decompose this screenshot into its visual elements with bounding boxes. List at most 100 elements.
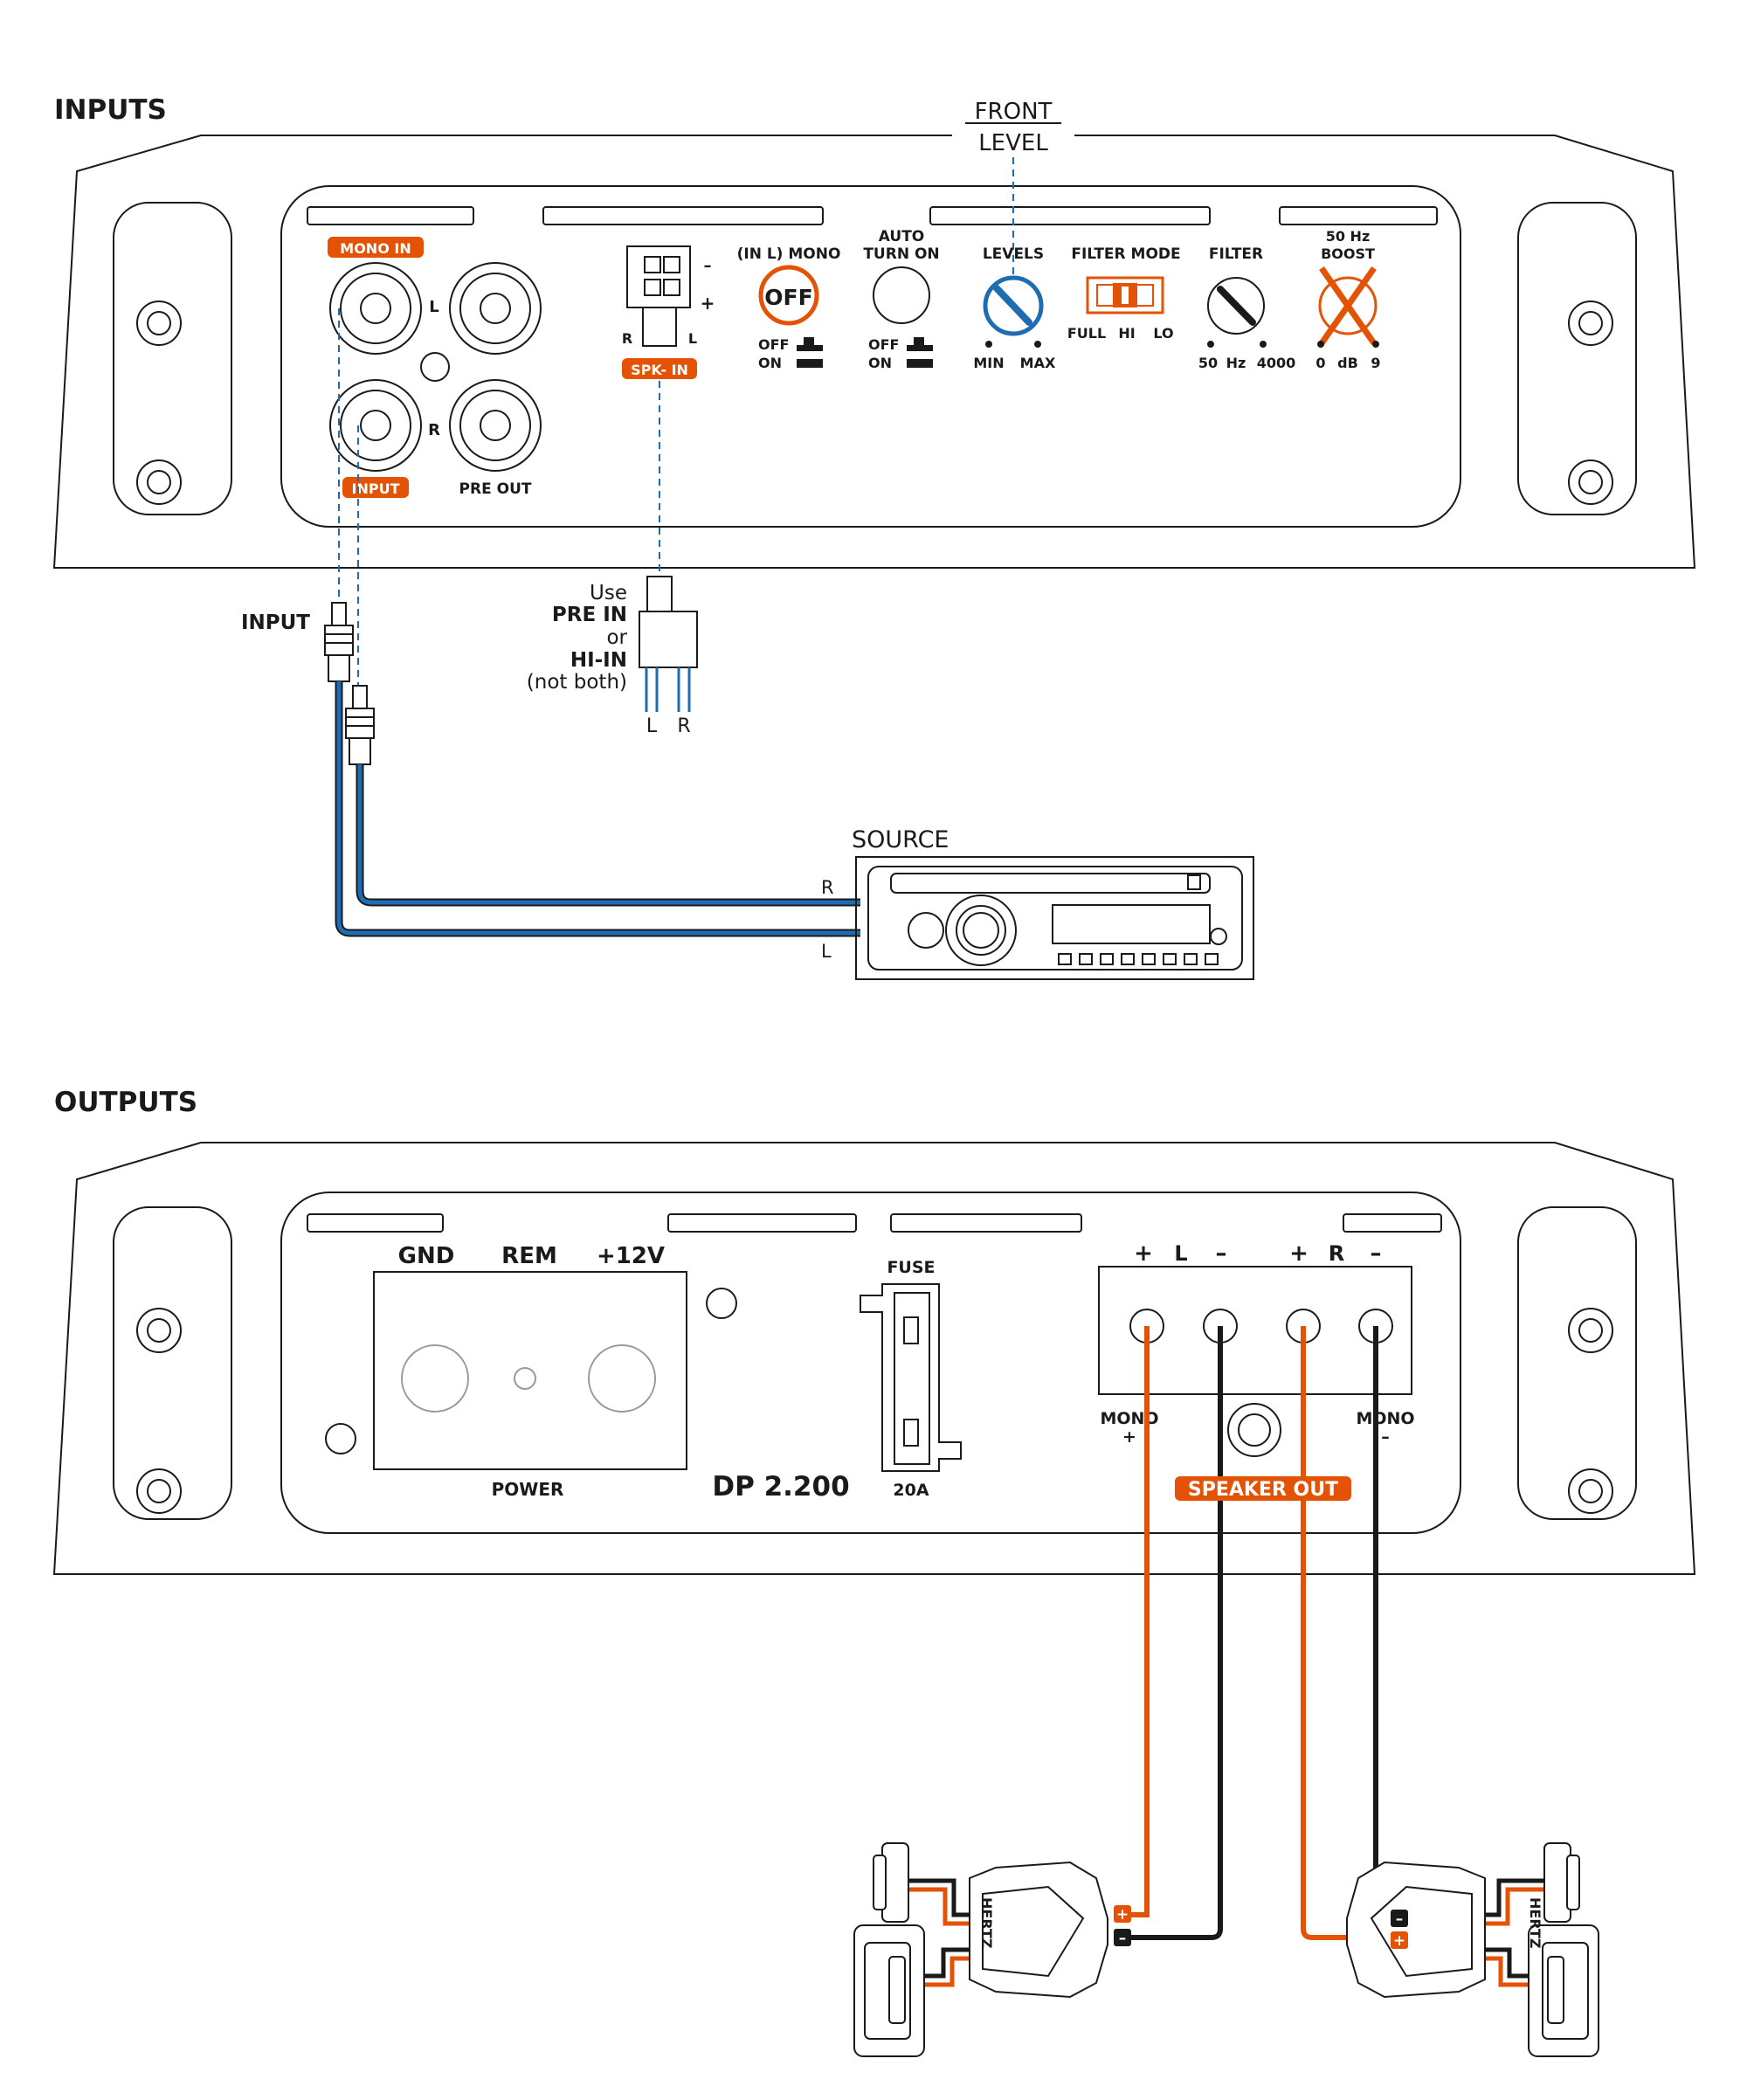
terminal-minus-r: – bbox=[1371, 1240, 1382, 1267]
rca-jack-preout-r[interactable] bbox=[449, 379, 542, 472]
rca-jack-preout-l[interactable] bbox=[449, 262, 542, 355]
auto-off-label: OFF bbox=[868, 336, 899, 353]
spk-l-label: L bbox=[688, 330, 697, 347]
svg-text:HI-IN: HI-IN bbox=[570, 649, 627, 672]
filter-mode-slider[interactable] bbox=[1086, 276, 1164, 314]
spk-plus-label: + bbox=[701, 293, 715, 314]
front-level-label: FRONT bbox=[975, 99, 1053, 125]
mono-plus-label: MONO bbox=[1100, 1409, 1158, 1428]
auto-turn-on-title-2: TURN ON bbox=[863, 245, 939, 263]
source-r-label: R bbox=[821, 877, 834, 898]
auto-turn-on-title: AUTO bbox=[879, 228, 925, 245]
rem-label: REM bbox=[501, 1243, 557, 1269]
tweeter-icon bbox=[1543, 1842, 1580, 1923]
led-indicator bbox=[420, 352, 450, 382]
terminal-minus-l: – bbox=[1216, 1240, 1227, 1267]
switch-position-icon bbox=[907, 337, 933, 368]
crossover-icon: HERTZ bbox=[969, 1861, 1108, 1999]
boost-knob-disabled bbox=[1318, 266, 1378, 346]
fuse-label: FUSE bbox=[887, 1258, 935, 1277]
rca-jack-input-l[interactable] bbox=[329, 262, 422, 355]
source-title: SOURCE bbox=[852, 826, 949, 853]
rem-terminal[interactable] bbox=[514, 1367, 536, 1390]
rca-input-label: INPUT bbox=[241, 611, 310, 634]
mono-off-label: OFF bbox=[758, 336, 789, 353]
power-label: POWER bbox=[492, 1479, 564, 1500]
spk-in-badge: SPK- IN bbox=[622, 358, 697, 379]
filter-title: FILTER bbox=[1209, 245, 1263, 263]
amplifier-input-panel bbox=[52, 135, 1696, 569]
plus12v-label: +12V bbox=[597, 1243, 665, 1269]
rca-cable-l bbox=[335, 681, 860, 937]
plus12v-terminal[interactable] bbox=[588, 1344, 656, 1413]
boost-db-label: dB bbox=[1337, 355, 1358, 371]
fuse-rating-label: 20A bbox=[893, 1481, 929, 1500]
fuse-icon[interactable] bbox=[860, 1283, 962, 1472]
svg-text:(not both): (not both) bbox=[527, 671, 627, 694]
filter-knob[interactable] bbox=[1207, 277, 1265, 335]
svg-text:Use: Use bbox=[590, 582, 627, 604]
jack-label-l: L bbox=[429, 298, 438, 316]
rca-cable-r bbox=[356, 764, 860, 907]
boost-0-label: 0 bbox=[1315, 355, 1325, 371]
boost-9-label: 9 bbox=[1371, 355, 1380, 371]
svg-text:INPUT: INPUT bbox=[352, 480, 400, 497]
svg-text:SPK- IN: SPK- IN bbox=[631, 362, 688, 378]
speaker-input-connector[interactable] bbox=[626, 245, 691, 347]
jack-label-r: R bbox=[428, 421, 440, 439]
filter-50-label: 50 bbox=[1198, 355, 1218, 371]
speaker-out-badge: SPEAKER OUT bbox=[1175, 1476, 1351, 1501]
amplifier-output-panel bbox=[52, 1142, 1696, 1575]
levels-min-label: MIN bbox=[973, 355, 1004, 371]
source-head-unit bbox=[855, 856, 1254, 980]
speaker-terminal-block bbox=[1098, 1266, 1412, 1395]
mono-minus-sign: – bbox=[1381, 1427, 1390, 1447]
hi-in-plug-icon bbox=[639, 576, 698, 668]
levels-knob[interactable] bbox=[983, 275, 1044, 336]
filter-lo-label: LO bbox=[1153, 325, 1173, 342]
filter-mode-title: FILTER MODE bbox=[1071, 245, 1180, 263]
svg-text:MONO IN: MONO IN bbox=[340, 240, 411, 257]
filter-full-label: FULL bbox=[1067, 325, 1106, 342]
gnd-terminal[interactable] bbox=[401, 1344, 469, 1413]
levels-title: LEVELS bbox=[983, 245, 1044, 263]
mono-switch-title: (IN L) MONO bbox=[737, 245, 841, 263]
filter-hi-label: HI bbox=[1118, 325, 1135, 342]
auto-turn-on-button[interactable] bbox=[873, 266, 930, 324]
svg-text:OFF: OFF bbox=[764, 285, 812, 310]
crossover-minus-right: – bbox=[1396, 1910, 1404, 1928]
gnd-label: GND bbox=[398, 1243, 455, 1269]
rca-plug-icon bbox=[324, 602, 354, 682]
levels-max-label: MAX bbox=[1020, 355, 1056, 371]
svg-text:or: or bbox=[606, 626, 627, 649]
spk-r-label: R bbox=[622, 330, 632, 347]
source-l-label: L bbox=[821, 941, 832, 962]
mono-switch-button[interactable]: OFF bbox=[758, 265, 819, 326]
svg-text:SPEAKER OUT: SPEAKER OUT bbox=[1188, 1479, 1338, 1501]
filter-hz-label: Hz bbox=[1226, 355, 1246, 371]
terminal-r-label: R bbox=[1329, 1241, 1344, 1266]
power-terminal-block bbox=[373, 1271, 687, 1470]
outputs-heading: OUTPUTS bbox=[54, 1087, 197, 1118]
spk-minus-label: – bbox=[704, 257, 712, 275]
rca-jack-input-r[interactable] bbox=[329, 379, 422, 472]
rca-plug-icon bbox=[345, 685, 375, 765]
mounting-hole-icon bbox=[136, 1308, 1613, 1514]
mono-minus-label: MONO bbox=[1356, 1409, 1414, 1428]
speaker-set-left: HERTZ + – bbox=[853, 1842, 1131, 2057]
mono-in-badge: MONO IN bbox=[328, 237, 424, 258]
pre-out-label: PRE OUT bbox=[459, 480, 532, 498]
front-level-label-2: LEVEL bbox=[978, 130, 1048, 156]
plug-l-label: L bbox=[646, 715, 658, 737]
speaker-set-right: HERTZ – + bbox=[1346, 1842, 1599, 2057]
svg-text:HERTZ: HERTZ bbox=[978, 1897, 995, 1948]
center-bolt-icon bbox=[1227, 1403, 1281, 1457]
terminal-plus-r: + bbox=[1289, 1240, 1309, 1267]
mono-plus-sign: + bbox=[1122, 1427, 1136, 1447]
inputs-heading: INPUTS bbox=[54, 94, 167, 126]
boost-title: 50 Hz bbox=[1326, 228, 1371, 245]
mono-on-label: ON bbox=[758, 355, 782, 371]
switch-position-icon bbox=[797, 337, 823, 368]
svg-text:HERTZ: HERTZ bbox=[1527, 1897, 1543, 1948]
